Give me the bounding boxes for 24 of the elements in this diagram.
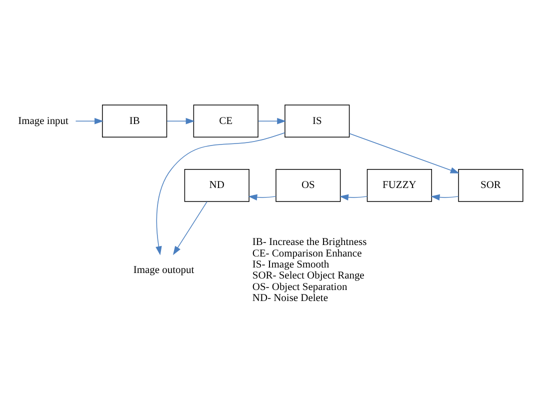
- node-box: OS: [276, 168, 341, 202]
- node-text: Image input: [18, 116, 68, 127]
- node-box: ND: [184, 168, 250, 202]
- arrow: [75, 118, 104, 124]
- arrow: [349, 133, 460, 174]
- label: OS- Object Separation: [252, 282, 348, 293]
- node-text: Image outoput: [133, 265, 194, 276]
- node-box: IB: [102, 104, 168, 138]
- arrow: [339, 194, 368, 200]
- arrow: [258, 118, 286, 124]
- arrow: [166, 118, 195, 124]
- node-box: FUZZY: [366, 168, 432, 202]
- label: SOR- Select Object Range: [252, 270, 364, 282]
- arrow: [172, 201, 208, 256]
- label: IB- Increase the Brightness: [252, 237, 367, 248]
- arrow: [248, 194, 276, 200]
- arrow: [156, 132, 286, 256]
- label: CE- Comparison Enhance: [252, 248, 362, 260]
- node-box: IS: [284, 104, 350, 138]
- label: ND- Noise Delete: [252, 293, 328, 304]
- label: IS- Image Smooth: [252, 260, 330, 270]
- node-box: SOR: [458, 168, 524, 202]
- arrow: [430, 194, 459, 200]
- node-box: CE: [193, 104, 258, 138]
